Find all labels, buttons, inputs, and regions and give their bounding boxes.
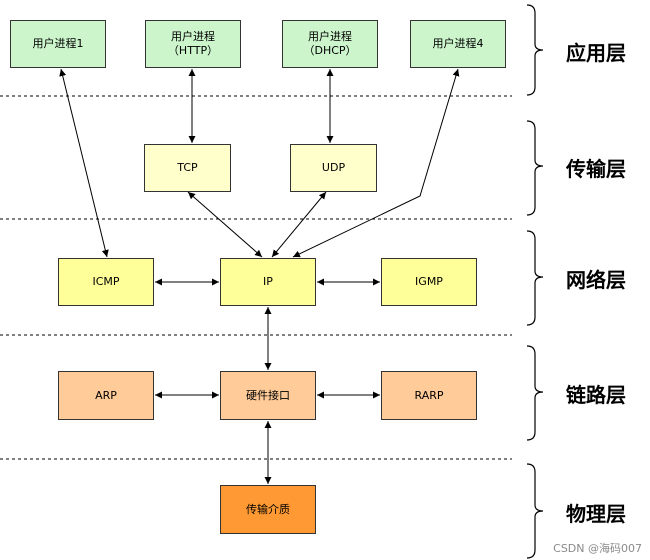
- arrow-tcp-ip: [187, 191, 263, 258]
- brace-physical: [526, 463, 544, 559]
- igmp-label: IGMP: [415, 275, 443, 288]
- arrow-proc4-ip: [292, 68, 460, 258]
- tcp-label: TCP: [177, 161, 198, 174]
- arrow-proc1-icmp: [59, 68, 109, 258]
- user-process-http-box: 用户进程 （HTTP）: [145, 20, 241, 68]
- hardware-interface-label: 硬件接口: [246, 388, 290, 402]
- user-process-1-label: 用户进程1: [32, 37, 84, 50]
- user-process-4-box: 用户进程4: [410, 20, 506, 68]
- icmp-label: ICMP: [92, 275, 120, 288]
- layer-label-application: 应用层: [566, 41, 626, 65]
- layer-label-transport: 传输层: [566, 157, 626, 181]
- brace-application: [526, 4, 544, 96]
- icmp-box: ICMP: [58, 258, 154, 306]
- brace-network: [526, 230, 544, 326]
- transmission-medium-box: 传输介质: [220, 485, 316, 534]
- rarp-label: RARP: [414, 388, 444, 402]
- layer-label-network: 网络层: [566, 268, 626, 292]
- user-process-1-box: 用户进程1: [10, 20, 106, 68]
- user-process-4-label: 用户进程4: [432, 37, 484, 50]
- udp-box: UDP: [290, 144, 377, 192]
- ip-box: IP: [220, 258, 316, 306]
- tcp-box: TCP: [144, 144, 231, 192]
- user-process-http-label: 用户进程 （HTTP）: [167, 30, 219, 57]
- brace-transport: [526, 120, 544, 216]
- rarp-box: RARP: [381, 371, 477, 420]
- arp-box: ARP: [58, 371, 154, 420]
- brace-link: [526, 345, 544, 441]
- watermark: CSDN @海码007: [553, 542, 642, 555]
- ip-label: IP: [263, 275, 273, 288]
- arp-label: ARP: [95, 388, 117, 402]
- udp-label: UDP: [321, 161, 346, 174]
- layer-label-physical: 物理层: [566, 502, 626, 526]
- user-process-dhcp-box: 用户进程 （DHCP）: [282, 20, 378, 68]
- user-process-dhcp-label: 用户进程 （DHCP）: [303, 30, 357, 57]
- igmp-box: IGMP: [381, 258, 477, 306]
- layer-label-link: 链路层: [566, 383, 626, 407]
- arrow-udp-ip: [271, 191, 327, 258]
- hardware-interface-box: 硬件接口: [220, 371, 316, 420]
- transmission-medium-label: 传输介质: [246, 502, 290, 516]
